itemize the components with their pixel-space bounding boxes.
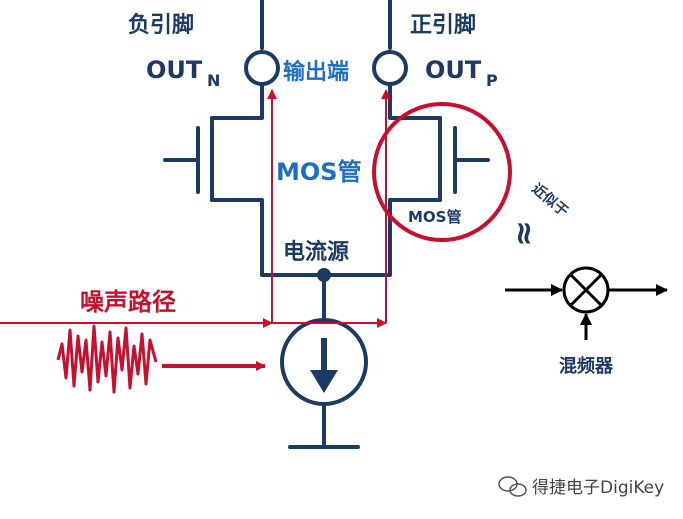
neg-pin-label: 负引脚 [128, 13, 194, 38]
watermark-text: 得捷电子DigiKey [532, 478, 664, 498]
current-arrow [310, 338, 338, 393]
out-n-label: OUT N [146, 56, 220, 90]
watermark: 得捷电子DigiKey [498, 476, 664, 498]
out-p-subscript: P [486, 71, 498, 90]
noise-paths [0, 89, 391, 328]
noise-waveform [56, 324, 158, 394]
mos-zoom-label: MOS管 [408, 208, 461, 226]
approx-symbol: ≈ [506, 220, 544, 247]
out-n-subscript: N [207, 71, 220, 90]
tail-node [317, 268, 331, 282]
out-p-label: OUT P [425, 56, 498, 90]
wechat-icon [498, 476, 527, 497]
out-p-terminal [372, 50, 408, 86]
mos-highlight-circle [372, 102, 512, 242]
out-p-main: OUT [425, 56, 482, 84]
mos-main-label: MOS管 [276, 158, 362, 186]
out-n-terminal [244, 50, 280, 86]
approx-label: 近似于 [528, 180, 571, 220]
circuit-wires [163, 0, 490, 449]
noise-path-label: 噪声路径 [80, 288, 176, 316]
mixer-label: 混频器 [559, 355, 614, 377]
current-source-label: 电流源 [283, 239, 349, 265]
out-n-main: OUT [146, 56, 203, 84]
pos-pin-label: 正引脚 [410, 13, 476, 38]
output-port-label: 输出端 [283, 59, 349, 85]
mixer-symbol [505, 266, 668, 340]
